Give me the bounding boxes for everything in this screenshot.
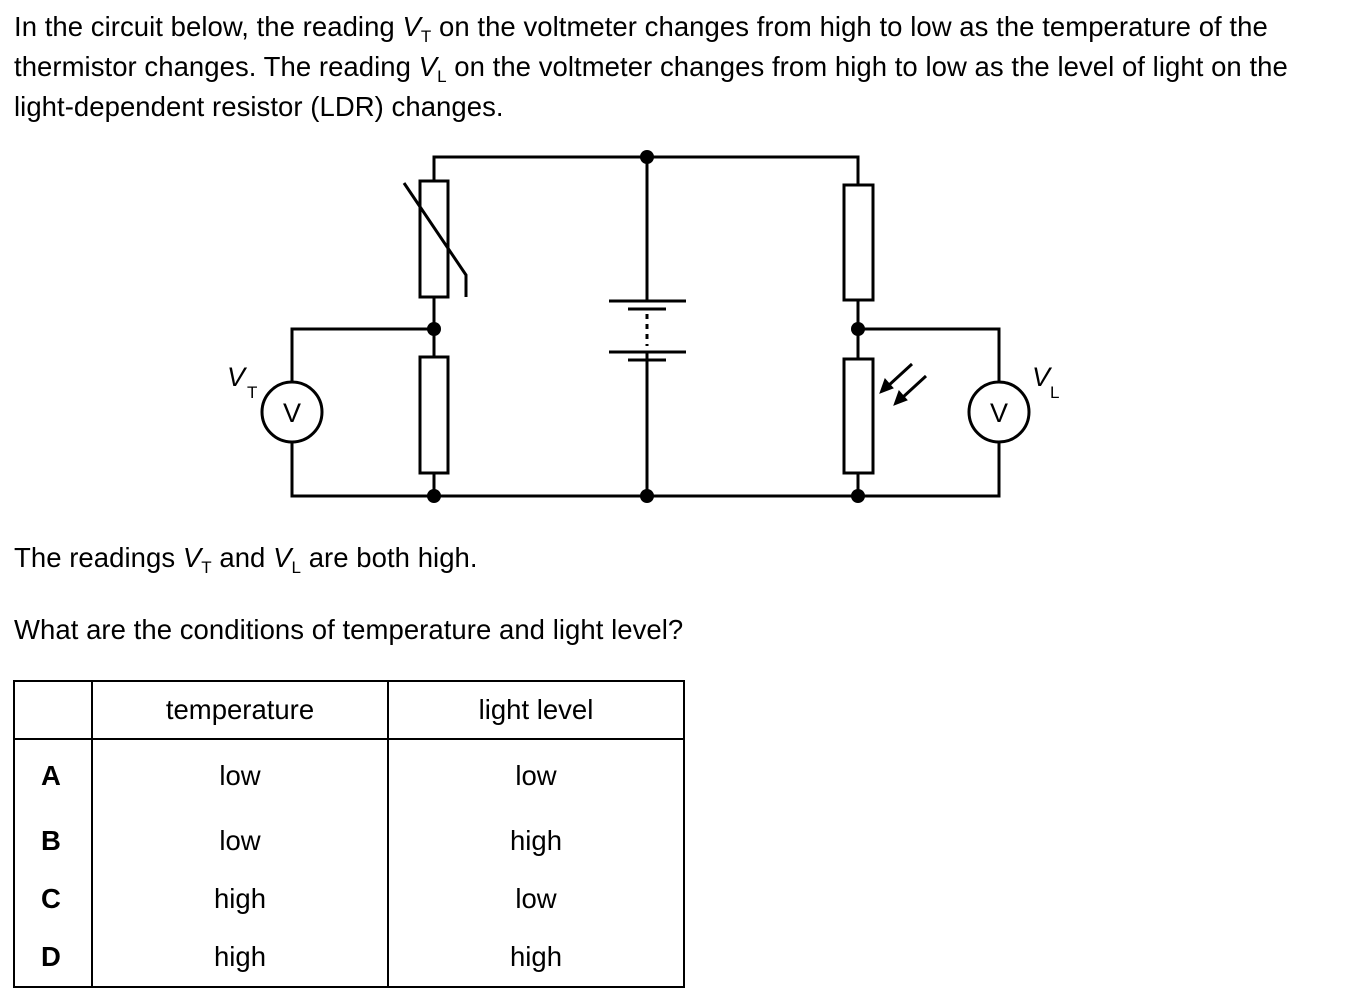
- left-fixed-resistor: [418, 355, 450, 475]
- thermistor-slash: [402, 182, 468, 297]
- intro-text-3: on the voltmeter changes from high to lo…: [14, 51, 1288, 122]
- option-light-level: high: [387, 928, 685, 988]
- thermistor: [402, 179, 468, 299]
- intro-paragraph: In the circuit below, the reading VT on …: [14, 9, 1339, 125]
- intro-text-1: In the circuit below, the reading: [14, 11, 403, 42]
- statement-line: The readings VT and VL are both high.: [14, 540, 1339, 580]
- ldr: [842, 357, 928, 475]
- options-table: temperature light level A low low B low …: [13, 680, 685, 988]
- junction-dots: [427, 150, 865, 503]
- option-letter: A: [13, 739, 93, 812]
- option-row-b[interactable]: B low high: [13, 812, 685, 870]
- statement-vt-subscript: T: [201, 558, 212, 577]
- right-voltmeter-circle: [967, 380, 1031, 444]
- header-light-level: light level: [387, 680, 685, 740]
- right-fixed-resistor: [842, 183, 875, 302]
- right-voltmeter-symbol: V: [1032, 362, 1053, 392]
- light-arrows-icon: [879, 362, 928, 406]
- left-voltmeter: V V T: [227, 362, 324, 444]
- option-letter: B: [13, 812, 93, 870]
- right-meter-wire: [856, 327, 1001, 384]
- left-voltmeter-circle: [260, 380, 324, 444]
- vt-subscript: T: [420, 27, 432, 46]
- battery: [609, 299, 686, 362]
- thermistor-body: [418, 179, 450, 299]
- right-voltmeter-subscript: L: [1050, 383, 1059, 402]
- option-temperature: high: [91, 870, 389, 928]
- statement-text-2: and: [211, 542, 274, 573]
- left-voltmeter-subscript: T: [247, 383, 257, 402]
- left-meter-wire: [290, 327, 436, 383]
- statement-text-3: are both high.: [301, 542, 478, 573]
- options-table-header: temperature light level: [13, 680, 685, 740]
- left-voltmeter-label: V: [283, 398, 301, 428]
- right-voltmeter: V V L: [967, 362, 1059, 444]
- option-letter: C: [13, 870, 93, 928]
- vl-symbol: V: [418, 51, 438, 82]
- left-voltmeter-symbol: V: [227, 362, 248, 392]
- right-voltmeter-label: V: [990, 398, 1008, 428]
- option-temperature: low: [91, 739, 389, 812]
- option-temperature: low: [91, 812, 389, 870]
- header-letter: [13, 680, 93, 740]
- question-prompt: What are the conditions of temperature a…: [14, 614, 684, 645]
- vt-symbol: V: [402, 11, 421, 42]
- option-row-a[interactable]: A low low: [13, 739, 685, 812]
- header-temperature: temperature: [91, 680, 389, 740]
- statement-vl-symbol: V: [273, 542, 292, 573]
- statement-vl-subscript: L: [291, 558, 301, 577]
- option-light-level: low: [387, 739, 685, 812]
- vl-subscript: L: [437, 67, 447, 86]
- option-temperature: high: [91, 928, 389, 988]
- statement-text-1: The readings: [14, 542, 183, 573]
- intro-text-2: on the voltmeter changes from high to lo…: [14, 11, 1268, 82]
- circuit-diagram: V V T V V L: [227, 150, 1059, 503]
- option-row-d[interactable]: D high high: [13, 928, 685, 988]
- option-light-level: low: [387, 870, 685, 928]
- ldr-body: [842, 357, 875, 475]
- option-light-level: high: [387, 812, 685, 870]
- option-letter: D: [13, 928, 93, 988]
- statement-vt-symbol: V: [182, 542, 202, 573]
- option-row-c[interactable]: C high low: [13, 870, 685, 928]
